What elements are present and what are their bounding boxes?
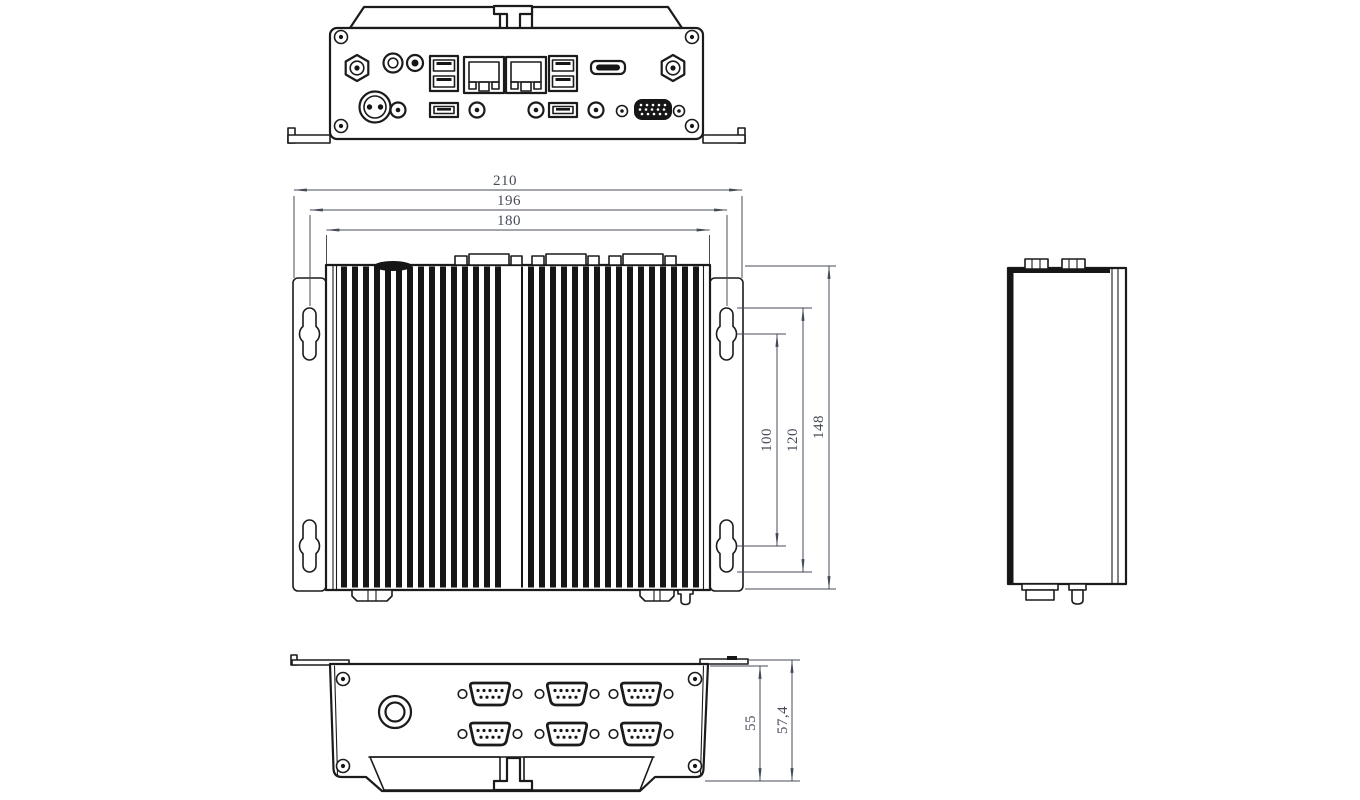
top-edge bbox=[1013, 268, 1110, 273]
dim-label-100: 100 bbox=[759, 428, 775, 452]
top-view: 210 196 180 100 120 bbox=[292, 173, 836, 606]
mounting-flange-left bbox=[287, 134, 331, 144]
dimension-body-depth: 55 bbox=[705, 664, 800, 783]
antenna-stub-side bbox=[1068, 583, 1087, 605]
dimension-hole-outer-spacing: 120 bbox=[737, 306, 812, 574]
corner-screw bbox=[335, 758, 351, 774]
antenna-connector-right bbox=[660, 53, 686, 83]
corner-screw bbox=[335, 671, 351, 687]
wall-inner-line bbox=[699, 665, 705, 776]
heatsink-fins-top-left bbox=[348, 5, 502, 30]
heatsink-fins-left-group bbox=[340, 266, 504, 588]
heatsink-fins-top-right bbox=[530, 5, 684, 30]
top-connector-tab-1 bbox=[1024, 258, 1049, 270]
heatsink-fins-bottom-right bbox=[523, 756, 654, 791]
dim-label-120: 120 bbox=[785, 428, 801, 452]
front-connector-bumps bbox=[454, 253, 677, 266]
dimension-hole-center-spacing: 100 bbox=[737, 332, 786, 548]
dim-label-148: 148 bbox=[811, 415, 827, 439]
antenna-stub bbox=[677, 589, 694, 606]
dimension-overall-depth: 57,4 bbox=[748, 658, 800, 783]
vga-port bbox=[634, 99, 672, 120]
dim-label-55: 55 bbox=[743, 715, 759, 731]
audio-jack-2 bbox=[468, 101, 486, 119]
corner-screw bbox=[687, 758, 703, 774]
dimension-width-mount-holes: 196 bbox=[308, 193, 729, 306]
corner-screw bbox=[684, 29, 700, 45]
hdmi-port bbox=[589, 59, 627, 76]
corner-screw bbox=[333, 118, 349, 134]
audio-jack-4 bbox=[587, 101, 605, 119]
corner-screw bbox=[684, 118, 700, 134]
fin-mound-detail bbox=[374, 261, 412, 271]
dimension-height-overall: 148 bbox=[745, 264, 836, 591]
dim-label-196: 196 bbox=[497, 193, 521, 209]
keyhole-slot-lower-right bbox=[715, 519, 738, 573]
top-connector-tab-2 bbox=[1061, 258, 1086, 270]
keyhole-slot-lower-left bbox=[298, 519, 321, 573]
dim-label-210: 210 bbox=[493, 173, 517, 189]
usb-ports-stack-left bbox=[428, 54, 460, 93]
dc-power-connector bbox=[358, 90, 392, 124]
power-jack bbox=[377, 694, 413, 730]
lan-port-1 bbox=[462, 55, 506, 95]
bracket-wing-right bbox=[699, 658, 749, 665]
rear-feet bbox=[351, 589, 694, 606]
usb-port-right bbox=[547, 101, 579, 119]
side-outline bbox=[1006, 266, 1128, 586]
power-button bbox=[382, 52, 404, 74]
audio-jack-1 bbox=[389, 101, 407, 119]
dim-label-57-4: 57,4 bbox=[775, 706, 791, 734]
wall-inner-line bbox=[333, 665, 339, 776]
dim-label-180: 180 bbox=[497, 213, 521, 229]
audio-jack-top bbox=[405, 53, 425, 73]
corner-screw bbox=[333, 29, 349, 45]
corner-screw bbox=[687, 671, 703, 687]
side-view bbox=[1006, 258, 1128, 605]
rear-panel-view bbox=[287, 4, 746, 144]
bracket-wing-left bbox=[291, 659, 350, 666]
front-view: 55 57,4 bbox=[290, 654, 800, 793]
heatsink-fins-right-group bbox=[521, 266, 700, 588]
audio-jack-3 bbox=[527, 101, 545, 119]
keyhole-slot-upper-left bbox=[298, 307, 321, 361]
usb-ports-stack-right bbox=[547, 54, 579, 93]
usb-port-left bbox=[428, 101, 460, 119]
bracket-wing-right-tab bbox=[727, 656, 737, 660]
dimension-width-body: 180 bbox=[325, 213, 711, 264]
t-slot-handle-bottom bbox=[492, 756, 534, 792]
vga-screw-right bbox=[672, 104, 686, 118]
vga-screw-left bbox=[615, 104, 629, 118]
bottom-connector-tab bbox=[1021, 583, 1059, 601]
lan-port-2 bbox=[504, 55, 548, 95]
mounting-flange-right bbox=[702, 134, 746, 144]
keyhole-slot-upper-right bbox=[715, 307, 738, 361]
dimension-width-overall: 210 bbox=[292, 173, 744, 278]
antenna-connector-left bbox=[344, 53, 370, 83]
front-face-edge bbox=[1008, 268, 1014, 584]
